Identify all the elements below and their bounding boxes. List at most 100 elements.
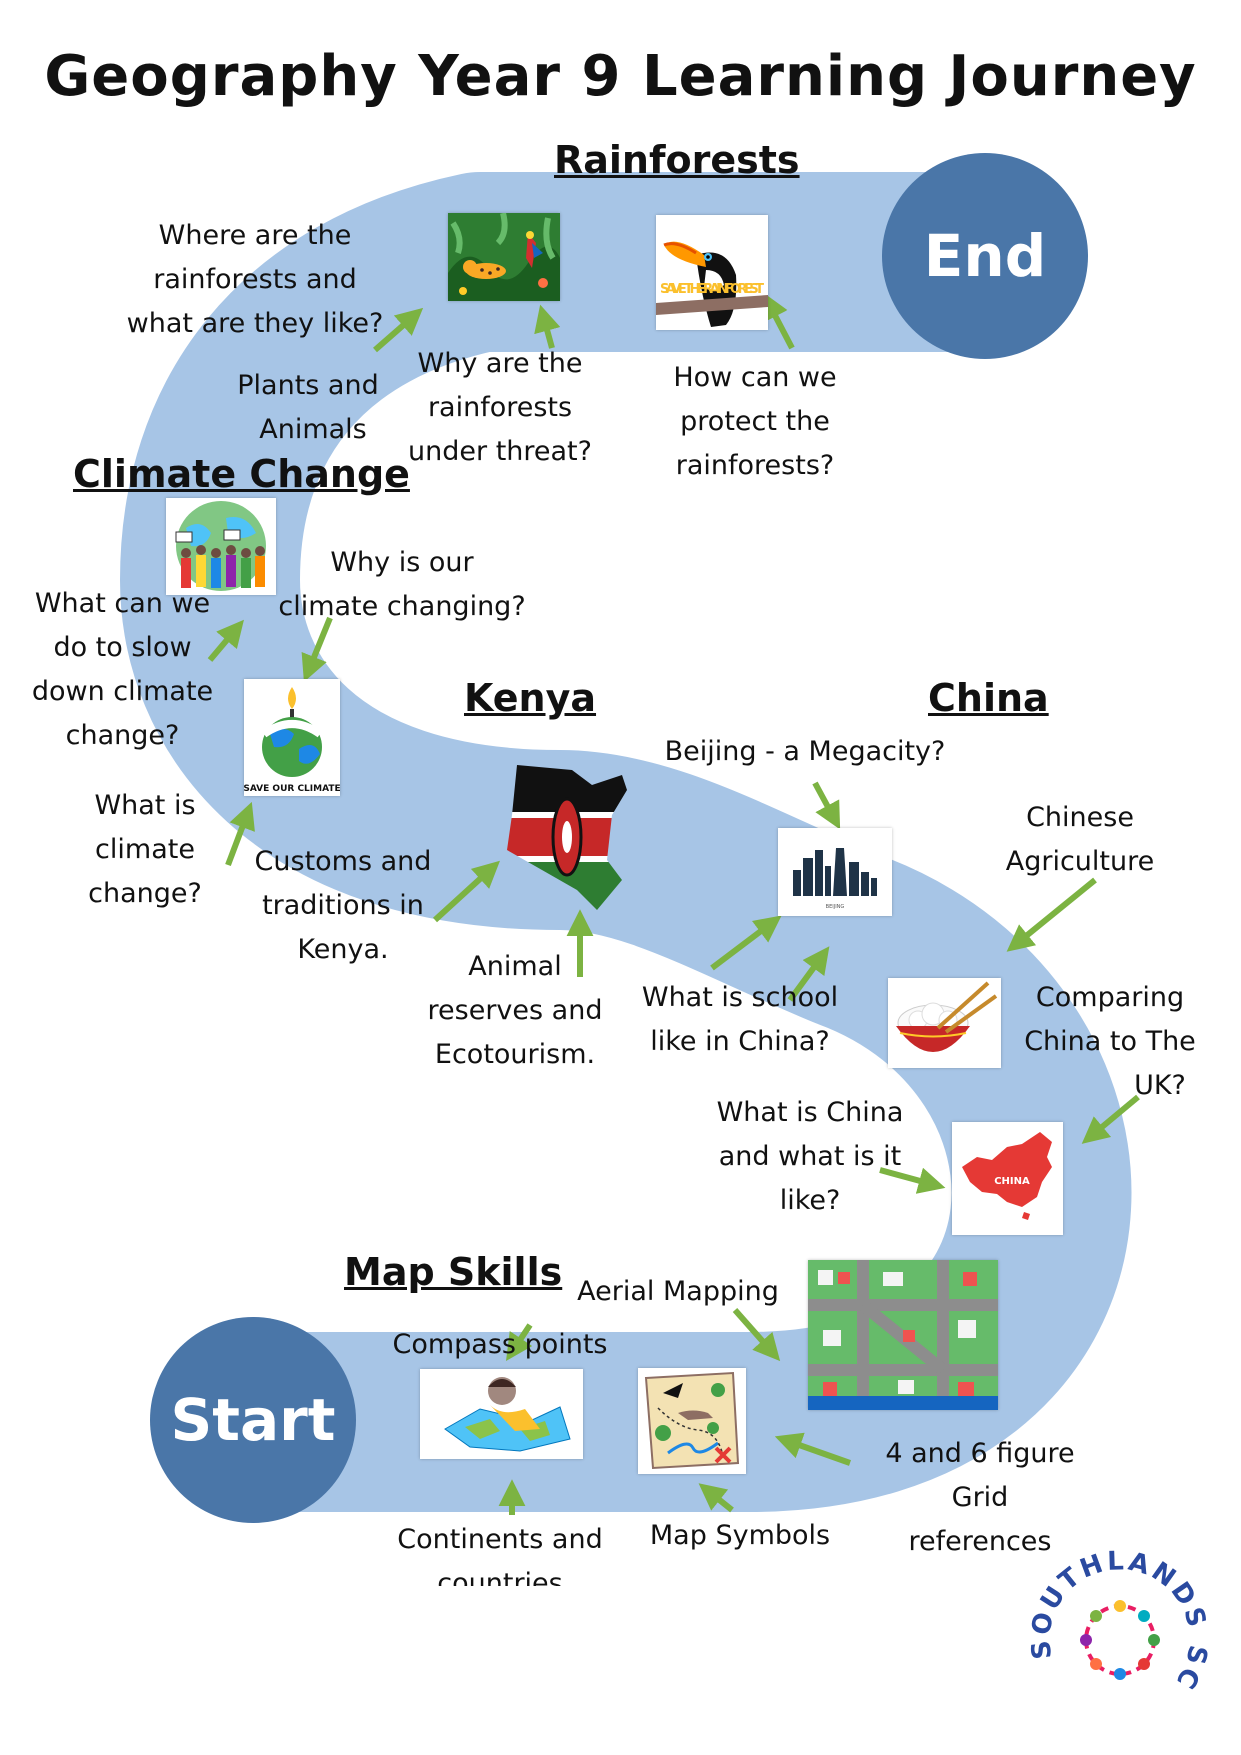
- topic-kenya: Kenya: [464, 676, 597, 720]
- beijing-text: BEIJING: [826, 904, 845, 910]
- topic-climate-change: Climate Change: [73, 452, 410, 496]
- label-line: Animals: [259, 414, 367, 445]
- rainforest-poster-text: SAVE THE RAINFOREST: [660, 282, 764, 297]
- label-line: Grid: [951, 1482, 1009, 1513]
- label-china-compare: Comparing China to The UK?: [1010, 976, 1210, 1108]
- arrow-cc-what: [225, 801, 255, 867]
- start-node: Start: [150, 1317, 356, 1523]
- arrow-rf-protect: [763, 292, 795, 350]
- china-map-text: CHINA: [994, 1176, 1030, 1187]
- label-line: do to slow: [53, 632, 192, 663]
- label-line: UK?: [1134, 1070, 1186, 1101]
- label-line: Agriculture: [1005, 846, 1155, 877]
- page-title: Geography Year 9 Learning Journey: [44, 44, 1197, 109]
- label-line: change?: [88, 878, 202, 909]
- image-rainforest-animals: [448, 213, 560, 301]
- label-map-continents: Continents and countries: [390, 1518, 610, 1586]
- label-line: Compass points: [392, 1329, 608, 1360]
- save-climate-text: SAVE OUR CLIMATE: [244, 784, 340, 794]
- label-line: Comparing: [1035, 982, 1185, 1013]
- label-line: Customs and: [254, 846, 432, 877]
- label-line: references: [908, 1526, 1052, 1557]
- label-map-aerial: Aerial Mapping: [568, 1270, 788, 1314]
- label-china-school: What is school like in China?: [630, 976, 850, 1064]
- image-aerial-map: [808, 1260, 998, 1410]
- arrow-ms-grid: [774, 1432, 852, 1466]
- arrow-cc-why: [301, 616, 333, 683]
- topic-map-skills: Map Skills: [344, 1250, 563, 1294]
- label-kenya-reserves: Animal reserves and Ecotourism.: [410, 945, 620, 1077]
- end-node: End: [882, 153, 1088, 359]
- label-line: under threat?: [408, 436, 592, 467]
- label-climate-what: What is climate change?: [75, 784, 215, 916]
- label-rainforest-where: Where are the rainforests and what are t…: [115, 214, 395, 346]
- school-logo: SOUTHLANDS SCHOOL: [1017, 1525, 1210, 1728]
- label-line: like in China?: [650, 1026, 830, 1057]
- label-kenya-customs: Customs and traditions in Kenya.: [238, 840, 448, 972]
- image-compass-child-map: [420, 1369, 583, 1459]
- label-rainforest-plants: Plants and Animals: [218, 364, 398, 452]
- arrow-ke-customs: [432, 860, 500, 923]
- arrow-cn-school-2: [787, 946, 830, 1002]
- label-line: Beijing - a Megacity?: [664, 736, 946, 767]
- image-save-our-climate: SAVE OUR CLIMATE: [244, 679, 340, 796]
- label-line: what are they like?: [126, 308, 384, 339]
- label-map-grid: 4 and 6 figure Grid references: [870, 1432, 1090, 1564]
- label-line: Map Symbols: [649, 1520, 831, 1551]
- label-line: Chinese: [1026, 802, 1134, 833]
- label-line: How can we: [673, 362, 837, 393]
- label-line: change?: [65, 720, 180, 751]
- arrow-cn-compare: [1081, 1094, 1140, 1144]
- label-line: What is China: [716, 1097, 904, 1128]
- label-line: protect the: [680, 406, 830, 437]
- image-climate-protest: [166, 498, 276, 595]
- arrow-cn-school-1: [710, 915, 782, 971]
- label-map-symbols: Map Symbols: [630, 1514, 850, 1558]
- label-line: 4 and 6 figure: [885, 1438, 1075, 1469]
- arrow-rf-threat: [534, 304, 561, 349]
- image-save-rainforest-toucan: SAVE THE RAINFOREST: [656, 215, 768, 330]
- label-line: Why are the: [417, 348, 583, 379]
- label-line: Kenya.: [297, 934, 389, 965]
- arrow-ms-compass: [506, 1323, 533, 1361]
- start-node-label: Start: [170, 1386, 336, 1454]
- label-map-compass: Compass points: [390, 1323, 610, 1367]
- arrow-rf-where: [373, 307, 424, 353]
- arrow-cc-slow: [207, 619, 244, 662]
- arrow-cn-what: [879, 1167, 946, 1194]
- topic-china: China: [928, 676, 1049, 720]
- arrow-ms-aerial: [732, 1308, 781, 1362]
- label-china-what: What is China and what is it like?: [705, 1091, 915, 1223]
- end-node-label: End: [923, 222, 1047, 290]
- label-line: countries: [437, 1568, 563, 1586]
- label-climate-slow: What can we do to slow down climate chan…: [20, 582, 225, 758]
- label-line: What is school: [641, 982, 839, 1013]
- logo-figures-ring: [1080, 1600, 1160, 1680]
- label-china-agriculture: Chinese Agriculture: [995, 796, 1165, 884]
- label-line: rainforests?: [675, 450, 835, 481]
- label-line: Why is our: [330, 547, 474, 578]
- label-line: China to The: [1024, 1026, 1196, 1057]
- label-line: climate: [95, 834, 195, 865]
- label-rainforest-threat: Why are the rainforests under threat?: [385, 342, 615, 474]
- label-line: Plants and: [237, 370, 379, 401]
- label-line: Animal: [468, 951, 562, 982]
- label-line: Where are the: [158, 220, 352, 251]
- label-line: What is: [94, 790, 196, 821]
- label-line: like?: [779, 1185, 841, 1216]
- image-kenya-flag-map: [502, 760, 632, 912]
- label-line: reserves and: [427, 995, 603, 1026]
- image-treasure-map-symbols: [638, 1368, 746, 1474]
- label-line: traditions in: [262, 890, 424, 921]
- label-line: and what is it: [718, 1141, 902, 1172]
- arrow-ms-symbols: [698, 1483, 734, 1513]
- label-line: Continents and: [397, 1524, 603, 1555]
- label-climate-why: Why is our climate changing?: [272, 541, 532, 629]
- label-line: rainforests and: [153, 264, 357, 295]
- arrow-cn-agri: [1006, 877, 1097, 952]
- label-line: Ecotourism.: [434, 1039, 596, 1070]
- label-rainforest-protect: How can we protect the rainforests?: [640, 356, 870, 488]
- topic-rainforests: Rainforests: [554, 138, 800, 182]
- image-rice-bowl: [888, 978, 1001, 1068]
